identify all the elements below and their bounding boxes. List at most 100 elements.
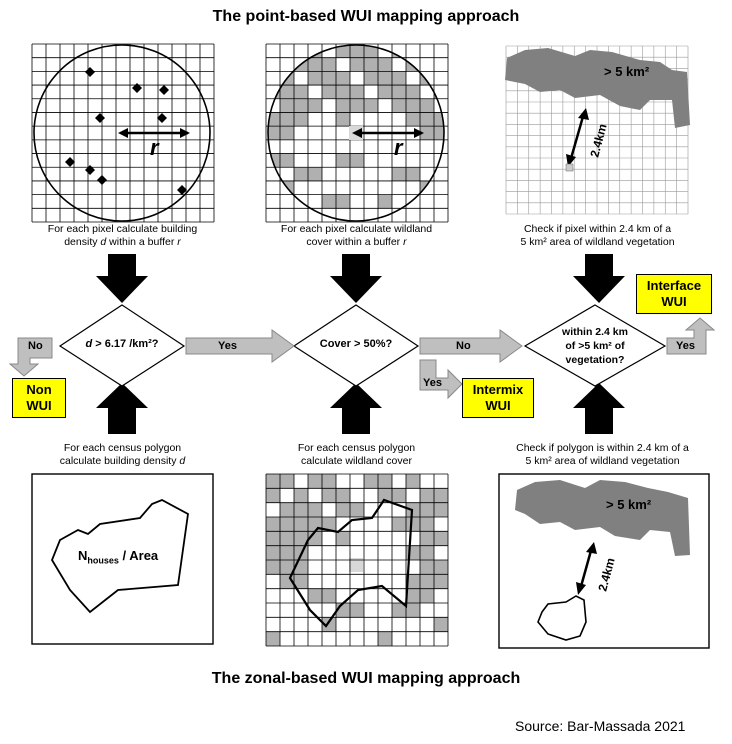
vegetation-cell (280, 560, 294, 575)
cover-decision-text: Cover > 50%? (319, 338, 393, 350)
vegetation-cell (364, 57, 378, 72)
vegetation-area (505, 48, 690, 128)
caption-distance-pixel-line1: Check if pixel within 2.4 km of a (523, 223, 672, 235)
vegetation-cell (350, 57, 364, 72)
vegetation-cell (392, 167, 406, 181)
vegetation-cell (406, 45, 420, 58)
distance-arrow (568, 112, 586, 163)
vegetation-cell (406, 85, 420, 99)
vegetation-cell (322, 517, 336, 532)
vegetation-cell (434, 126, 444, 140)
grid-lines (265, 473, 449, 647)
vegetation-cell (294, 502, 308, 517)
vegetation-cell (294, 112, 308, 127)
vegetation-cell (280, 517, 294, 532)
vegetation-cells (266, 474, 448, 646)
no-arrow-2 (419, 329, 523, 363)
vegetation-cell (336, 531, 350, 546)
buffer-circle (33, 44, 211, 222)
wildland-cover-grid-panel: r (265, 43, 449, 223)
radius-label: r (150, 135, 160, 160)
building-marker (157, 113, 167, 123)
caption-distance-polygon-line1: Check if polygon is within 2.4 km of a (516, 442, 689, 454)
vegetation-cell (420, 45, 434, 58)
vegetation-cell (434, 502, 448, 517)
buffer-circle (267, 44, 445, 222)
yes-label-1: Yes (218, 340, 237, 352)
density-decision-text: d > 6.17 /km²? (85, 338, 159, 350)
target-pixel (565, 163, 574, 172)
vegetation-cell (392, 98, 406, 113)
vegetation-cell (336, 153, 350, 168)
vegetation-cell (420, 180, 434, 195)
vegetation-cell (280, 112, 294, 127)
vegetation-cell (420, 531, 434, 546)
vegetation-cell (280, 474, 294, 489)
vegetation-cell (350, 153, 364, 168)
vegetation-cell (406, 574, 420, 589)
up-arrows-bottom (96, 383, 625, 434)
vegetation-cell (336, 71, 350, 86)
vegetation-cell (406, 517, 420, 532)
distance-arrow (578, 546, 594, 591)
caption-distance-pixel-line2: 5 km² area of wildland vegetation (520, 236, 675, 248)
building-markers (65, 67, 187, 195)
vegetation-cell (434, 57, 444, 72)
vegetation-cell (434, 531, 448, 546)
vegetation-cell (336, 98, 350, 113)
vegetation-cell (280, 45, 294, 58)
top-title: The point-based WUI mapping approach (212, 8, 520, 25)
caption-density-polygon-line1: For each census polygon (63, 442, 182, 454)
vegetation-cell (420, 574, 434, 589)
vegetation-cell (266, 488, 280, 503)
building-marker (65, 157, 75, 167)
vegetation-cell (266, 517, 280, 532)
building-density-grid-panel: r (31, 43, 215, 223)
vegetation-cell (268, 208, 280, 221)
census-polygon (537, 595, 587, 641)
vegetation-cell (350, 502, 364, 517)
vegetation-cell (294, 98, 308, 113)
radius-label: r (394, 135, 404, 160)
vegetation-cell (364, 71, 378, 86)
census-polygon (288, 498, 414, 628)
vegetation-cell (420, 588, 434, 603)
building-marker (177, 185, 187, 195)
vegetation-cell (322, 488, 336, 503)
yes-arrow-2 (419, 359, 463, 400)
vegetation-cell (268, 57, 280, 72)
census-polygon-density-panel (31, 473, 214, 645)
vegetation-cell (268, 126, 280, 140)
vegetation-cell (280, 545, 294, 560)
down-arrows-top (96, 254, 625, 303)
vegetation-cell (266, 474, 280, 489)
vegetation-cell (294, 167, 308, 181)
houses-area-label: Nhouses / Area (78, 548, 159, 566)
vegetation-cell (322, 85, 336, 99)
vegetation-cell (364, 45, 378, 58)
vegetation-cell (406, 167, 420, 181)
caption-density-polygon-line2: calculate building density d (59, 455, 186, 467)
vegetation-cell (350, 603, 364, 618)
vegetation-cell (336, 112, 350, 127)
building-marker (85, 165, 95, 175)
vegetation-cell (350, 85, 364, 99)
vegetation-cell (268, 71, 280, 86)
vegetation-cell (308, 502, 322, 517)
vegetation-cell (434, 560, 448, 575)
vegetation-cell (378, 631, 392, 646)
vegetation-cell (280, 85, 294, 99)
vegetation-cell (420, 57, 434, 72)
vegetation-cell (336, 85, 350, 99)
vegetation-cell (268, 112, 280, 127)
building-marker (132, 83, 142, 93)
distance-label: 2.4km (587, 122, 609, 158)
vegetation-cell (266, 560, 280, 575)
vegetation-cell (294, 574, 308, 589)
vegetation-cell (322, 194, 336, 209)
building-marker (85, 67, 95, 77)
vegetation-cell (392, 488, 406, 503)
vegetation-cell (308, 474, 322, 489)
vegetation-cell (294, 85, 308, 99)
caption-cover-polygon-line1: For each census polygon (297, 442, 416, 454)
